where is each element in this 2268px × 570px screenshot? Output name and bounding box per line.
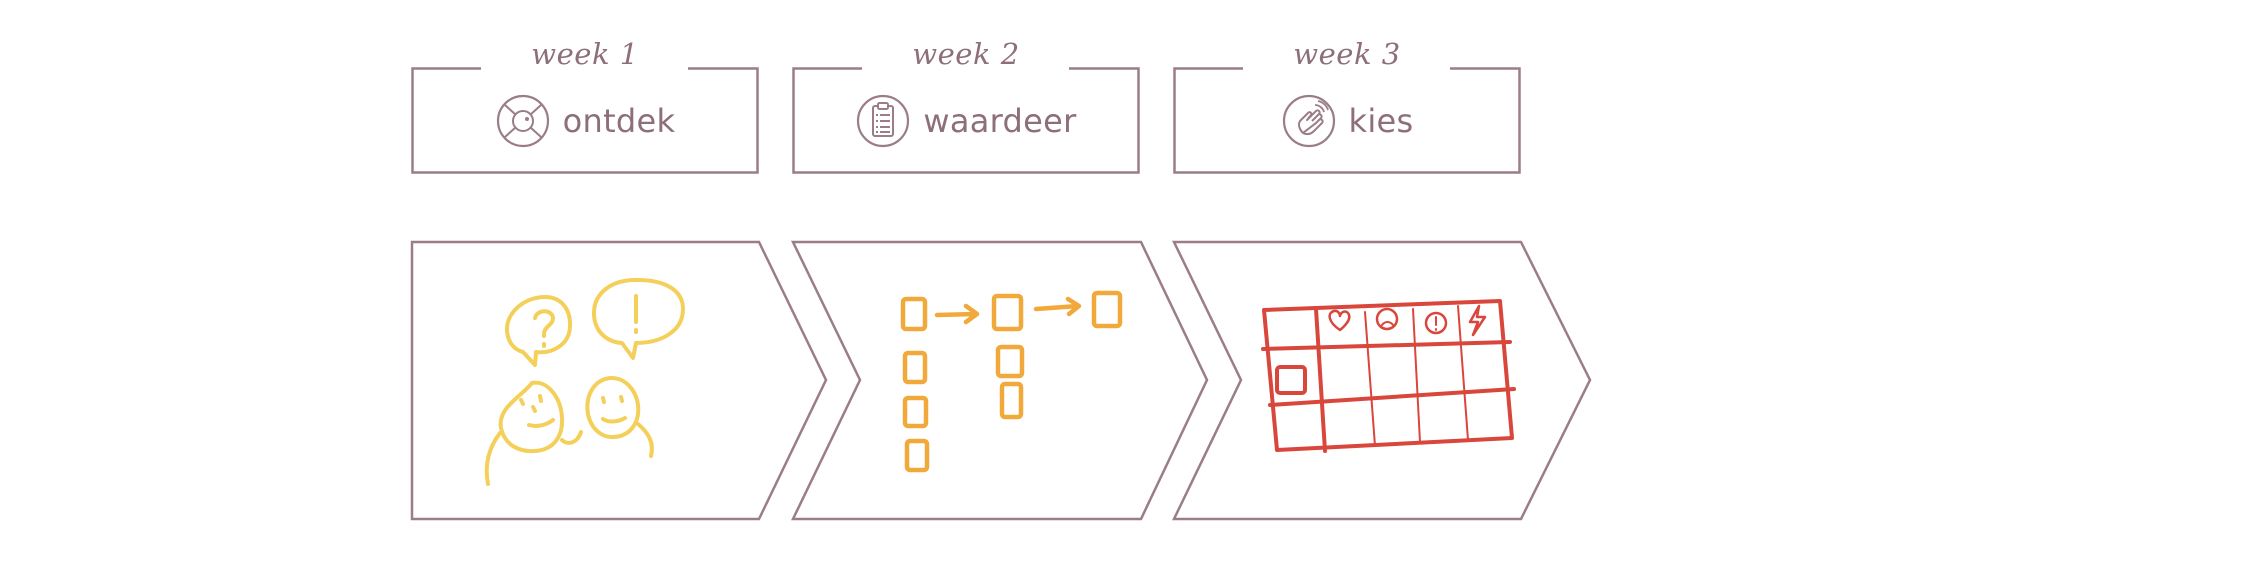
heart-icon	[1328, 309, 1351, 332]
exclamation-bubble-icon	[591, 277, 685, 360]
chevron-2	[791, 240, 1209, 521]
phase-label-ontdek: ontdek	[562, 101, 676, 140]
week-box-1: week 1 ontdek	[411, 37, 759, 174]
week-box-3: week 3 kies	[1173, 37, 1521, 174]
clipboard-checklist-icon	[857, 94, 910, 147]
phase-label-waardeer: waardeer	[923, 101, 1077, 140]
phase-label-kies: kies	[1348, 101, 1414, 140]
week-box-2: week 2 waardeer	[792, 37, 1140, 174]
chevron-1	[410, 240, 828, 521]
face-right	[585, 375, 641, 440]
compass-icon	[496, 94, 549, 147]
week-label: week 2	[912, 37, 1020, 71]
arrow-right-icon	[934, 303, 980, 325]
speech-bubbles-faces-illustration	[484, 277, 685, 486]
week-box-frame	[792, 67, 1140, 174]
question-bubble-icon	[504, 295, 573, 367]
question-mark	[533, 309, 555, 348]
hand-pointer-icon	[1282, 94, 1335, 147]
arrow-right-icon	[1033, 296, 1082, 317]
week-box-frame	[411, 67, 759, 174]
decision-matrix-illustration	[1261, 299, 1516, 453]
alert-circle-icon	[1424, 311, 1448, 335]
chevron-3	[1172, 240, 1592, 521]
flow-boxes-arrows-illustration	[900, 290, 1123, 473]
week-label: week 3	[1293, 37, 1401, 71]
week-box-frame	[1173, 67, 1521, 174]
week-label: week 1	[531, 37, 639, 71]
sad-face-icon	[1375, 307, 1399, 331]
lightning-icon	[1468, 304, 1487, 337]
face-left	[498, 380, 565, 454]
